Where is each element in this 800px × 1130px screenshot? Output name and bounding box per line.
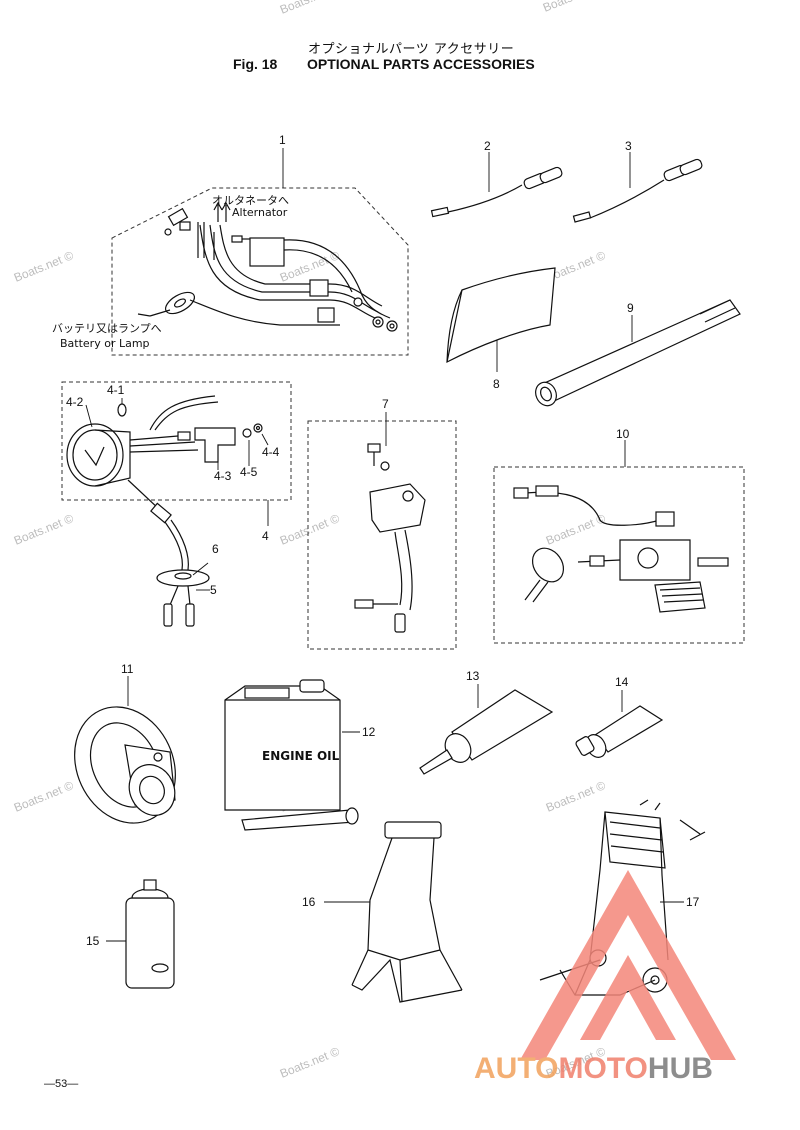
watermark: Boats.net © [12,248,76,285]
figure-title-english: OPTIONAL PARTS ACCESSORIES [307,56,535,72]
page-number: —53— [44,1078,79,1090]
callout-4-5: 4-5 [240,465,258,479]
watermark: Boats.net © [278,1044,342,1081]
part-7-switch-kit: 7 [307,397,457,650]
callout-17: 17 [686,895,700,909]
callout-4: 4 [262,529,269,543]
part-15-spray-can: 15 [86,879,175,989]
alternator-note-en: Alternator [232,206,288,219]
part-10-boundary [493,466,745,644]
logo-text-hub: HUB [648,1052,713,1085]
part-1-boundary [111,187,409,356]
callout-16: 16 [302,895,316,909]
callout-9: 9 [627,301,634,315]
part-4-boundary [61,381,292,501]
part-11-pulley: 11 [74,662,176,824]
logo-text-auto: AUTO [474,1052,558,1085]
svg-text:AUTOMOTOHUB: AUTOMOTOHUB [474,1052,713,1085]
callout-15: 15 [86,934,100,948]
battery-note-en: Battery or Lamp [60,337,150,350]
callout-1: 1 [279,133,286,147]
callout-6: 6 [212,542,219,556]
part-13-grease-tube: 13 [419,669,554,775]
callout-5: 5 [210,583,217,597]
callout-4-1: 4-1 [107,383,125,397]
figure-title-japanese: オプショナルパーツ アクセサリー [308,42,515,57]
part-7-boundary [307,420,457,650]
logo-inner-triangle-icon [580,955,676,1040]
part-9-pipe: 9 [535,299,741,407]
part-4-meter-kit: 4-1 4-2 4-3 4-4 4-5 4 [61,381,292,543]
logo-triangle-icon [520,870,736,1060]
callout-4-4: 4-4 [262,445,280,459]
part-8-bag: 8 [446,267,556,391]
alternator-note-jp: オルタネータへ [212,194,289,207]
watermark: Boats.net © [12,511,76,548]
watermark-group: Boats.net © Boats.net © Boats.net © Boat… [12,0,608,1081]
callout-12: 12 [362,725,376,739]
part-14-small-tube: 14 [575,675,664,758]
watermark: Boats.net © [278,248,342,285]
logo-text-moto: MOTO [558,1052,647,1085]
part-12-oil-can: 12 ENGINE OIL [224,679,376,831]
part-3-lead: 3 [572,139,703,223]
callout-2: 2 [484,139,491,153]
part-10-fuel-kit: 10 [493,427,745,644]
callout-8: 8 [493,377,500,391]
part-2-lead: 2 [430,139,563,218]
rectifier-box [249,237,285,267]
callout-13: 13 [466,669,480,683]
callout-14: 14 [615,675,629,689]
callout-4-3: 4-3 [214,469,232,483]
callout-3: 3 [625,139,632,153]
part-16-stand: 16 [302,821,463,1003]
watermark: Boats.net © [544,778,608,815]
callout-7: 7 [382,397,389,411]
part-5-6-harness: 6 5 [127,479,219,627]
watermark: Boats.net © [541,0,605,15]
callout-4-2: 4-2 [66,395,84,409]
watermark: Boats.net © [278,511,342,548]
battery-note-jp: バッテリ又はランプへ [52,322,162,335]
automotohub-logo: AUTOMOTOHUB [474,870,736,1085]
watermark: Boats.net © [12,778,76,815]
watermark: Boats.net © [278,0,342,17]
part-1-wiring-harness: オルタネータへ Alternator バッテリ又はランプへ Battery or… [52,133,409,356]
callout-11: 11 [121,662,134,676]
callout-10: 10 [616,427,630,441]
engine-oil-label: ENGINE OIL [262,749,340,763]
figure-number: Fig. 18 [233,56,278,72]
